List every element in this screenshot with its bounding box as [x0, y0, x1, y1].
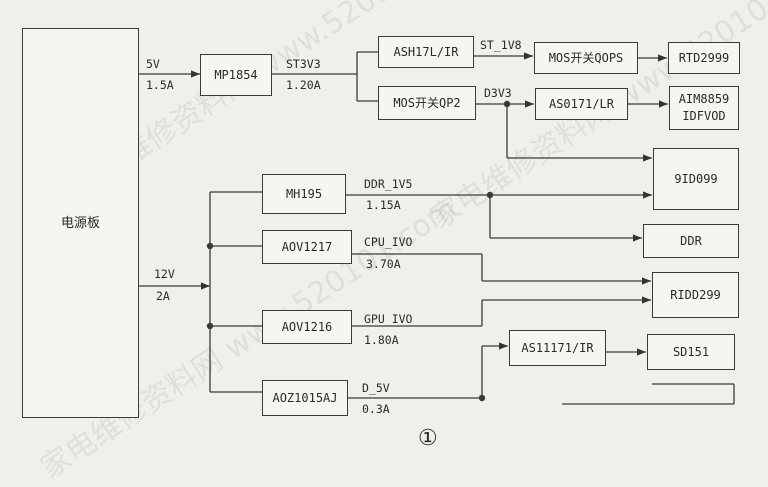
label-d3v3: D3V3	[484, 86, 512, 100]
label-12v: 12V	[154, 267, 175, 281]
figure-number: ①	[418, 426, 438, 451]
aov1217-box: AOV1217	[262, 230, 352, 264]
label-st3v3: ST3V3	[286, 57, 321, 71]
9id099-box: 9ID099	[653, 148, 739, 210]
mos-qops-box: MOS开关QOPS	[534, 42, 638, 74]
label-1-5a: 1.5A	[146, 78, 174, 92]
label-3-70a: 3.70A	[366, 257, 401, 271]
connection-wires	[138, 51, 735, 405]
ridd299-box: RIDD299	[652, 272, 739, 318]
power-board-label: 电源板	[60, 215, 100, 231]
mos-qp2-box: MOS开关QP2	[378, 86, 476, 120]
rtd2999-box: RTD2999	[668, 42, 740, 74]
label-0-3a: 0.3A	[362, 402, 390, 416]
mp1854-box: MP1854	[200, 54, 272, 96]
label-cpu-ivo: CPU_IVO	[364, 235, 413, 249]
label-5v: 5V	[146, 57, 160, 71]
ash17l-box: ASH17L/IR	[378, 36, 474, 68]
power-board: 电源板	[22, 28, 139, 418]
power-tree-diagram: 家电维修资料网 www.520101.com 家电维修资料网 www.52010…	[22, 0, 768, 486]
as0171-box: AS0171/LR	[535, 88, 628, 120]
label-ddr-1v5: DDR_1V5	[364, 177, 413, 191]
ddr-box: DDR	[643, 224, 739, 258]
label-1-20a: 1.20A	[286, 78, 321, 92]
label-1-80a: 1.80A	[364, 333, 399, 347]
sd151-box: SD151	[647, 334, 735, 370]
label-d-5v: D_5V	[362, 381, 390, 395]
as11171-box: AS11171/IR	[509, 330, 606, 366]
aim8859-box: AIM8859 IDFVOD	[669, 86, 739, 130]
label-gpu-ivo: GPU_IVO	[364, 312, 413, 326]
aov1216-box: AOV1216	[262, 310, 352, 344]
label-1-15a: 1.15A	[366, 198, 401, 212]
aoz1015aj-box: AOZ1015AJ	[262, 380, 348, 416]
mh195-box: MH195	[262, 174, 346, 214]
label-2a: 2A	[156, 289, 170, 303]
label-st-1v8: ST_1V8	[480, 38, 522, 52]
